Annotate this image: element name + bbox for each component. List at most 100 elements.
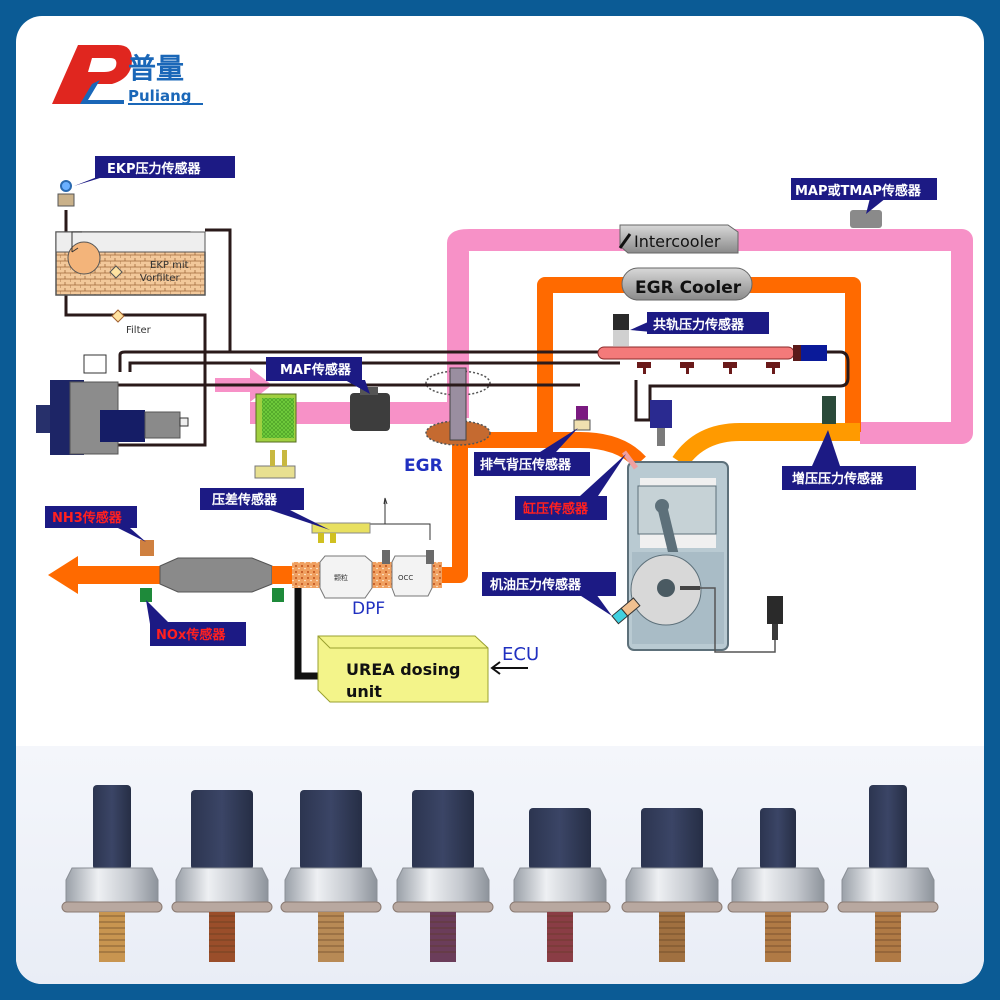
logo-red-p: [52, 45, 132, 104]
svg-text:缸压传感器: 缸压传感器: [522, 501, 589, 517]
puliang-logo: 普量 Puliang: [52, 45, 203, 105]
product-sensor: [280, 790, 382, 962]
nh3-sensor-icon: [140, 540, 154, 556]
flange: [727, 901, 829, 913]
high-pressure-pump: [36, 354, 189, 455]
callout-maf: MAF传感器: [266, 357, 370, 394]
hex-body: [625, 867, 719, 903]
flange: [171, 901, 273, 913]
flange: [61, 901, 163, 913]
callout-oil: 机油压力传感器: [482, 572, 616, 616]
svg-text:NOx传感器: NOx传感器: [156, 627, 226, 643]
boost-sensor-icon: [822, 396, 836, 424]
flange: [837, 901, 939, 913]
fuel-tank: EKP mit Vorfilter Filter: [55, 231, 206, 336]
product-sensor: [727, 808, 829, 962]
exhaust-back-sensor-icon: [576, 406, 588, 420]
hex-body: [65, 867, 159, 903]
callouts: EKP压力传感器 MAP或TMAP传感器 共轨压力传感器 MAF传感器 排气背压: [45, 156, 937, 646]
flange: [280, 901, 382, 913]
callout-nh3: NH3传感器: [45, 506, 146, 542]
urea-dosing-unit: UREA dosing unit ECU: [294, 588, 539, 703]
connector: [93, 785, 131, 870]
svg-text:MAP或TMAP传感器: MAP或TMAP传感器: [795, 183, 922, 199]
product-sensor: [392, 790, 494, 962]
svg-text:增压压力传感器: 增压压力传感器: [792, 471, 884, 487]
callout-exhaust-back: 排气背压传感器: [474, 428, 590, 476]
thread: [318, 912, 344, 962]
thread: [209, 912, 235, 962]
svg-text:共轨压力传感器: 共轨压力传感器: [653, 317, 745, 333]
thread: [875, 912, 901, 962]
filter-icon: [111, 309, 125, 323]
product-sensor: [621, 808, 723, 962]
dpf-filter: [319, 555, 373, 599]
egr-cooler: EGR Cooler: [621, 267, 753, 301]
content-frame: 普量 Puliang: [16, 16, 984, 984]
flange: [621, 901, 723, 913]
ecu-arrow-icon: [490, 661, 528, 675]
product-sensor: [837, 785, 939, 962]
intercooler: Intercooler: [618, 224, 739, 254]
svg-text:机油压力传感器: 机油压力传感器: [490, 577, 582, 593]
diagram-canvas: 普量 Puliang: [36, 45, 973, 962]
hex-body: [513, 867, 607, 903]
product-sensor: [61, 785, 163, 962]
product-photo-band: [16, 746, 984, 984]
egr-label: EGR: [404, 456, 443, 476]
filter-label: Filter: [126, 325, 152, 336]
doc-label: OCC: [398, 574, 413, 582]
svg-text:压差传感器: 压差传感器: [212, 492, 278, 508]
oil-sensor-icon: [611, 597, 641, 625]
ekp-sensor-icon: [57, 180, 75, 207]
thread: [659, 912, 685, 962]
hex-body: [284, 867, 378, 903]
hex-body: [841, 867, 935, 903]
thread: [765, 912, 791, 962]
callout-rail: 共轨压力传感器: [630, 312, 769, 334]
callout-map: MAP或TMAP传感器: [791, 178, 937, 214]
callout-diff: 压差传感器: [200, 488, 330, 530]
product-sensor: [509, 808, 611, 962]
hex-body: [731, 867, 825, 903]
injector-icon: [650, 400, 672, 446]
thread: [430, 912, 456, 962]
callout-ekp: EKP压力传感器: [74, 156, 235, 186]
urea-label-2: unit: [346, 682, 382, 701]
logo-cn-text: 普量: [128, 52, 184, 85]
flange: [392, 901, 494, 913]
engine-block: [627, 461, 783, 653]
connector: [412, 790, 474, 870]
egr-cooler-label: EGR Cooler: [635, 278, 742, 298]
dpf-inner-label: 颗粒: [334, 573, 348, 582]
svg-text:排气背压传感器: 排气背压传感器: [480, 457, 572, 473]
connector: [641, 808, 703, 870]
logo-blue-l: [80, 80, 124, 104]
connector: [300, 790, 362, 870]
connector: [529, 808, 591, 870]
exhaust-pipe: 颗粒 OCC: [48, 497, 442, 599]
diff-sensor-icon: [311, 522, 371, 534]
cylinder-sensor-icon: [622, 450, 638, 470]
exhaust-arrow-icon: [48, 556, 160, 594]
connector: [760, 808, 796, 870]
ekp-tank-label-2: Vorfilter: [140, 273, 180, 284]
maf-sensor-icon: [350, 387, 390, 431]
map-sensor-icon: [850, 210, 882, 228]
urea-label-1: UREA dosing: [346, 660, 461, 679]
nox-sensor-2-icon: [272, 588, 284, 602]
hex-body: [396, 867, 490, 903]
svg-text:MAF传感器: MAF传感器: [280, 362, 352, 378]
callout-cylinder: 缸压传感器: [515, 454, 626, 520]
product-sensor-row: [61, 785, 939, 962]
nox-sensor-icon: [140, 588, 152, 602]
boost-pipe: [672, 423, 860, 468]
ecu-label: ECU: [502, 644, 539, 665]
svg-text:NH3传感器: NH3传感器: [52, 510, 123, 526]
connector: [869, 785, 907, 870]
flange: [509, 901, 611, 913]
ekp-tank-label: EKP mit: [150, 260, 189, 271]
product-sensor: [171, 790, 273, 962]
common-rail: [597, 314, 827, 374]
thread: [99, 912, 125, 962]
